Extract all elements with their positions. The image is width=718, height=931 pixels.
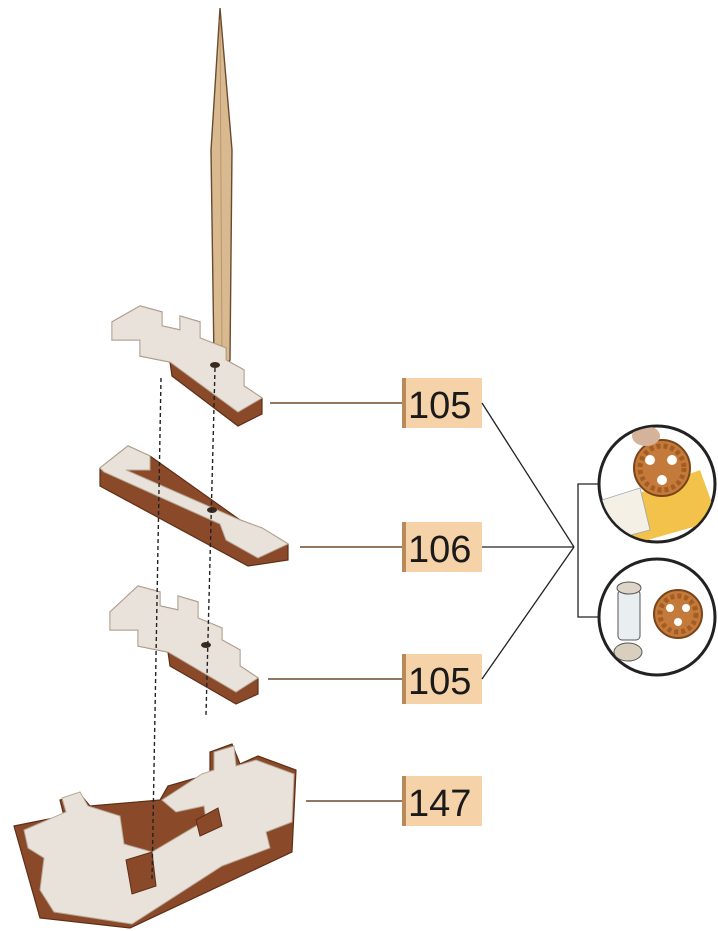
svg-text:105: 105 (408, 661, 471, 703)
part-106 (99, 445, 290, 567)
part-label-105-top: 105 (402, 378, 482, 428)
part-label-105-bottom: 105 (402, 654, 482, 704)
alignment-lines (151, 367, 216, 881)
skewer-icon (210, 7, 233, 372)
svg-text:147: 147 (408, 783, 471, 825)
part-105-top (111, 305, 263, 427)
leader-lines (268, 402, 402, 802)
part-label-106: 106 (402, 522, 482, 572)
hint-connector (481, 402, 598, 680)
part-105-bottom (109, 585, 259, 705)
part-147 (13, 743, 297, 929)
sanding-hint-icon (597, 424, 717, 544)
part-label-147: 147 (402, 776, 482, 826)
svg-text:105: 105 (408, 385, 471, 427)
glue-gear-hint-icon (597, 557, 717, 677)
svg-text:106: 106 (408, 529, 471, 571)
